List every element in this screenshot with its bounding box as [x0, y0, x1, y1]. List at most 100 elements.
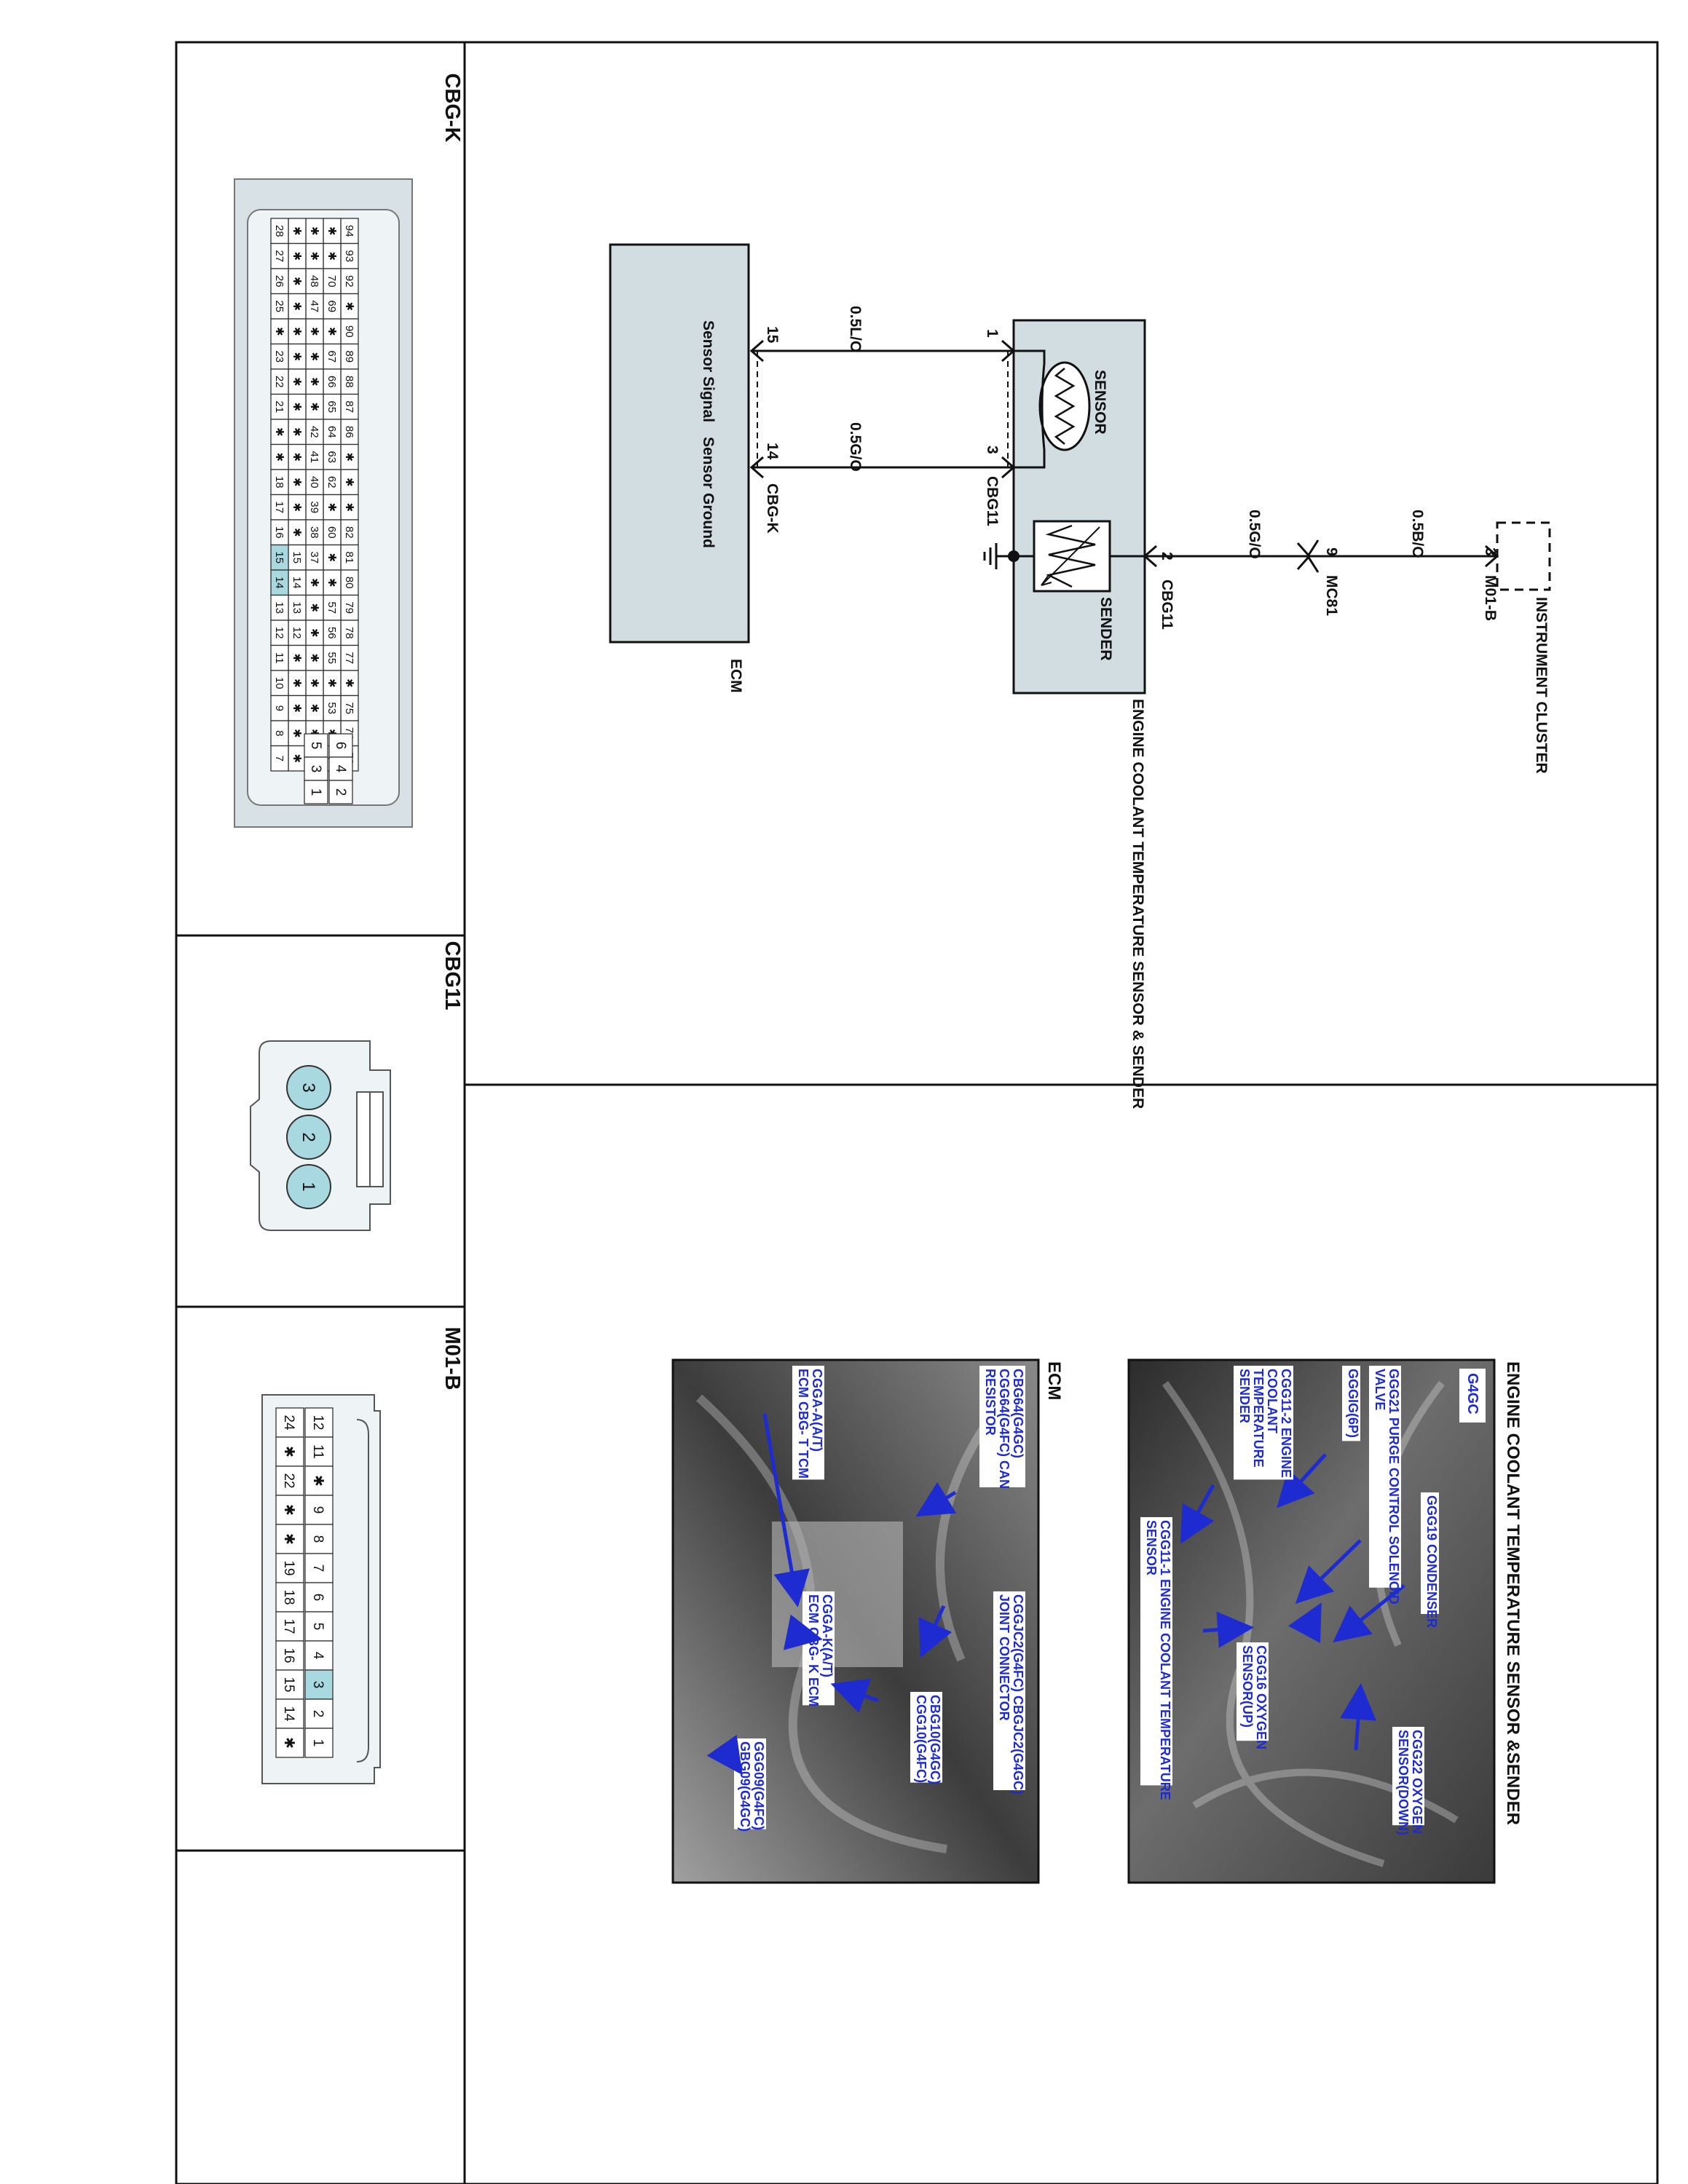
sensor-label: SENSOR — [1092, 370, 1108, 435]
cbgk-pin-cell — [340, 620, 359, 646]
cbgk-pin-label: ✱ — [308, 327, 320, 336]
photo-ecm-location: ECM CBG64(G4GC)CGG64(G4FC) CANRESISTORCG… — [671, 1358, 1064, 1884]
cbgk-pin-label: 56 — [326, 627, 338, 639]
cbgk-pin-label: ✱ — [291, 703, 303, 713]
cbgk-pin-label: 80 — [343, 577, 355, 589]
cbgk-pin-label: 21 — [273, 400, 285, 413]
cbgk-pin-label: ✱ — [308, 578, 320, 587]
cbgk-pin-cell — [270, 569, 289, 596]
m01b-pin-cell — [275, 1640, 304, 1671]
cbgk-pin-label: 37 — [308, 551, 320, 563]
cbgk-power-pin-cell — [328, 780, 353, 804]
cbg11-pin-label: 3 — [299, 1083, 318, 1092]
m01b-pin-label-group: 4 — [310, 1652, 326, 1660]
m01b-pin-label-group: 1 — [310, 1739, 326, 1747]
cbgk-pin-label-group: ✱ — [273, 327, 285, 336]
cbgk-pin-label: 12 — [291, 627, 303, 639]
cbgk-pin-cell — [288, 670, 307, 697]
cbgk-pin-label: 14 — [291, 577, 303, 589]
cbgk-pin-label-group: 78 — [343, 627, 355, 639]
cbgk-connector-panel: CBG-K 949392✱9089888786✱✱✱828180797877✱7… — [234, 73, 464, 828]
cbgk-pin-label: ✱ — [291, 327, 303, 336]
m01b-pin-label-group: ✱ — [281, 1504, 296, 1516]
cbgk-pin-label-group: ✱ — [308, 251, 320, 261]
m01b-pin-label-group: 5 — [310, 1623, 326, 1631]
cbgk-pin-label: ✱ — [343, 478, 355, 487]
cbgk-pin-label: ✱ — [343, 452, 355, 462]
cbgk-pin-label: ✱ — [326, 578, 338, 587]
cbgk-pin-label: ✱ — [291, 502, 303, 512]
cbgk-pin-label: 66 — [326, 376, 338, 388]
cbgk-pin-grid: 949392✱9089888786✱✱✱828180797877✱757473✱… — [270, 218, 359, 804]
cbgk-pin-label-group: ✱ — [291, 753, 303, 763]
cbgk-pin-label-group: ✱ — [291, 277, 303, 286]
photo-callout-arrow — [915, 1481, 957, 1517]
cbgk-pin-label-group: 87 — [343, 400, 355, 413]
cbgk-pin-label-group: ✱ — [326, 678, 338, 688]
cbgk-pin-label: ✱ — [308, 226, 320, 236]
ground-symbol — [983, 543, 1014, 569]
photo-callout-label: CBG10(G4GC)CGG10(G4FC) — [910, 1692, 942, 1784]
cbg11-pin-label: 2 — [299, 1132, 318, 1142]
cbgk-power-pin-cell — [328, 733, 353, 758]
cbg11-pin-circle — [286, 1115, 331, 1160]
m01b-pin-label: 5 — [310, 1623, 326, 1631]
ects-title: ENGINE COOLANT TEMPERATURE SENSOR & SEND… — [1129, 699, 1146, 1109]
cbgk-pin-label-group: 94 — [343, 225, 355, 237]
photo-ects-title: ENGINE COOLANT TEMPERATURE SENSOR &SENDE… — [1503, 1361, 1523, 1825]
cbgk-pin-cell — [323, 393, 342, 420]
cbgk-pin-label-group: 13 — [273, 601, 285, 614]
sensor-signal-label: Sensor Signal — [700, 320, 717, 422]
cbgk-pin-label-group: 15 — [291, 551, 303, 563]
photo-callout-text: CGGA-K(A/T) — [820, 1594, 835, 1677]
cbgk-pin-label: 90 — [343, 325, 355, 338]
m01b-pin-label: 11 — [310, 1444, 326, 1459]
wire-signal-label: 0.5L/O — [847, 306, 864, 352]
cbgk-pin-label-group: 62 — [326, 476, 338, 488]
cbgk-pin-label-group: 47 — [308, 300, 320, 312]
cbgk-pin-label-group: ✱ — [308, 327, 320, 336]
cbgk-pin-cell — [270, 242, 289, 269]
cbgk-pin-cell — [305, 494, 324, 521]
photo-callout-text: CGGA-A(A/T) — [810, 1369, 824, 1452]
cbgk-connector-title: CBG-K — [441, 73, 464, 142]
cbgk-pin-label-group: ✱ — [273, 427, 285, 437]
cbgk-pin-label: ✱ — [308, 377, 320, 387]
cbgk-pin-label-group: ✱ — [343, 452, 355, 462]
m01b-pin-cell — [304, 1436, 334, 1467]
wire-cluster-1-label: 0.5G/O — [1246, 510, 1263, 559]
cbgk-power-pin-label: 5 — [308, 742, 323, 750]
m01b-pin-cell — [275, 1728, 304, 1758]
cbgk-pin-cell — [288, 469, 307, 496]
photo-callout-bg — [1421, 1492, 1439, 1614]
photo-callout-text: GGG09(G4FC) — [752, 1741, 766, 1830]
cbgk-pin-cell — [305, 419, 324, 446]
photo-callout-arrow — [918, 1605, 953, 1658]
sensor-connector-cbg11: CBG11 — [984, 476, 1001, 526]
cbgk-pin-label: ✱ — [308, 678, 320, 688]
cbgk-pin-label-group: ✱ — [291, 452, 303, 462]
cbgk-pin-label-group: ✱ — [291, 653, 303, 662]
cbgk-pin-label-group: 13 — [291, 601, 303, 614]
cbgk-pin-label-group: 37 — [308, 551, 320, 563]
sensor-thermistor-symbol — [1038, 361, 1091, 451]
m01b-pin-label: 12 — [310, 1415, 326, 1430]
cbgk-pin-label-group: 22 — [273, 376, 285, 388]
cbgk-pin-label: 10 — [273, 677, 285, 689]
m01b-pin-label-group: 16 — [281, 1647, 296, 1663]
cbgk-pin-label: 94 — [343, 225, 355, 237]
m01b-pin-label-group: 22 — [281, 1473, 296, 1488]
cbgk-pin-label-group: 70 — [326, 275, 338, 288]
m01b-pin-label-group: 6 — [310, 1594, 326, 1602]
cbgk-power-pin-cell — [304, 780, 328, 804]
m01b-label: M01-B — [1482, 575, 1499, 621]
cbgk-pin-label: 15 — [273, 551, 285, 563]
cbgk-power-pin-label: 2 — [333, 788, 348, 796]
photo-callout-bg — [1392, 1727, 1424, 1826]
cbgk-pin-label-group: ✱ — [291, 226, 303, 236]
cbgk-pin-label: 87 — [343, 400, 355, 413]
cbgk-pin-label: 18 — [273, 476, 285, 488]
